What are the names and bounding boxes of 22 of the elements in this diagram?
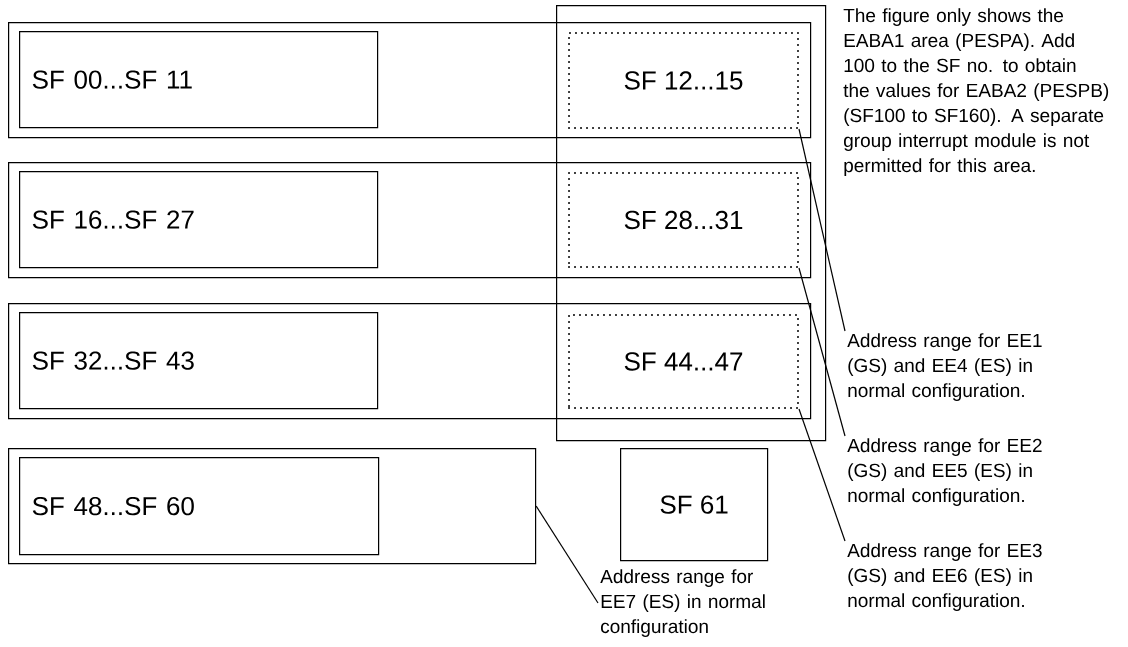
dotted-address-box: SF 12...15 [568, 32, 799, 129]
address-box: SF 16...SF 27 [19, 171, 379, 269]
address-box: SF 48...SF 60 [19, 457, 380, 556]
leader-line [535, 505, 599, 604]
address-box: SF 32...SF 43 [19, 312, 379, 410]
annotation-text: Address range for EE1 (GS) and EE4 (ES) in normal configuration. [847, 333, 1042, 401]
annotation-text: Address range for EE3 (GS) and EE6 (ES) in normal configuration. [847, 543, 1042, 611]
dotted-address-box: SF 28...31 [568, 172, 799, 268]
frame-box [556, 5, 827, 442]
frame-box [8, 448, 537, 565]
leader-line [798, 128, 846, 332]
leader-line [798, 267, 846, 437]
address-box: SF 61 [620, 448, 769, 562]
frame-box [8, 22, 812, 139]
frame-box [8, 162, 812, 279]
annotation-text: Address range for EE7 (ES) in normal configuration [600, 569, 765, 637]
dotted-address-box: SF 44...47 [568, 314, 799, 409]
address-box: SF 00...SF 11 [19, 31, 379, 129]
note-text: The figure only shows the EABA1 area (PESPA). Add 100 to the SF no. to obtain the values for EABA2 (PESPB) (SF100 to SF160). A separate group interrupt module is not permitted for this area. [843, 8, 1109, 176]
annotation-text: Address range for EE2 (GS) and EE5 (ES) in normal configuration. [847, 438, 1042, 506]
leader-line [798, 408, 846, 542]
frame-box [8, 303, 812, 420]
